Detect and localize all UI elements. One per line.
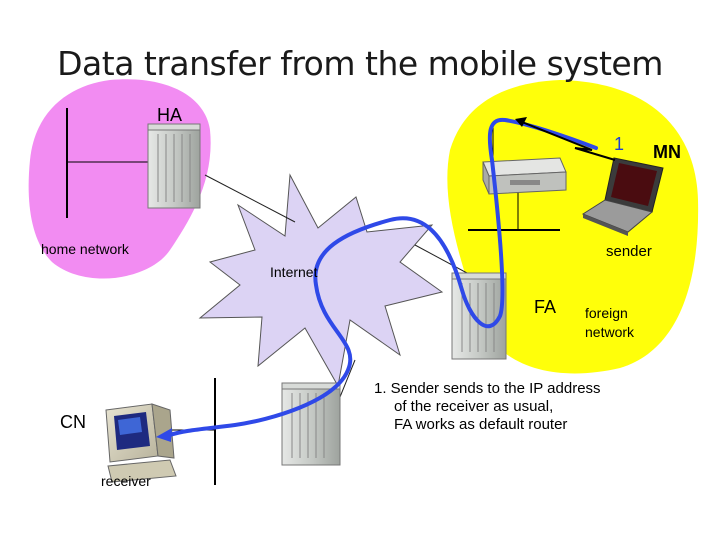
step-number-label: 1: [614, 134, 625, 154]
foreign-network-label: foreign network: [585, 304, 634, 342]
foreign-network-label-line1: foreign: [585, 305, 628, 321]
foreign-network-label-line2: network: [585, 324, 635, 340]
step-description-line1: 1. Sender sends to the IP address: [374, 380, 601, 397]
ha-router-icon: [147, 123, 201, 209]
mn-label: MN: [653, 142, 681, 162]
cn-label: CN: [60, 412, 86, 432]
internet-label: Internet: [270, 264, 318, 280]
receiver-label: receiver: [101, 473, 151, 489]
foreign-network-area: [447, 80, 699, 374]
access-point-icon: [482, 157, 567, 195]
wireless-link-arrow: [515, 117, 616, 161]
home-segment: [66, 108, 150, 218]
internet-cloud: [198, 173, 444, 388]
step-description: 1. Sender sends to the IP address of the…: [374, 380, 601, 434]
mn-laptop-icon: [581, 157, 664, 236]
arrowhead: [156, 428, 172, 442]
page-title: Data transfer from the mobile system: [57, 44, 663, 83]
router-icon: [281, 382, 341, 466]
home-network-label: home network: [41, 241, 129, 257]
ha-label: HA: [157, 105, 183, 125]
sender-label: sender: [606, 243, 652, 260]
fa-label: FA: [534, 297, 557, 317]
data-path: [168, 117, 598, 437]
step-description-line3: FA works as default router: [394, 416, 568, 433]
step-description-line2: of the receiver as usual,: [394, 398, 554, 415]
cn-computer-icon: [105, 403, 177, 483]
